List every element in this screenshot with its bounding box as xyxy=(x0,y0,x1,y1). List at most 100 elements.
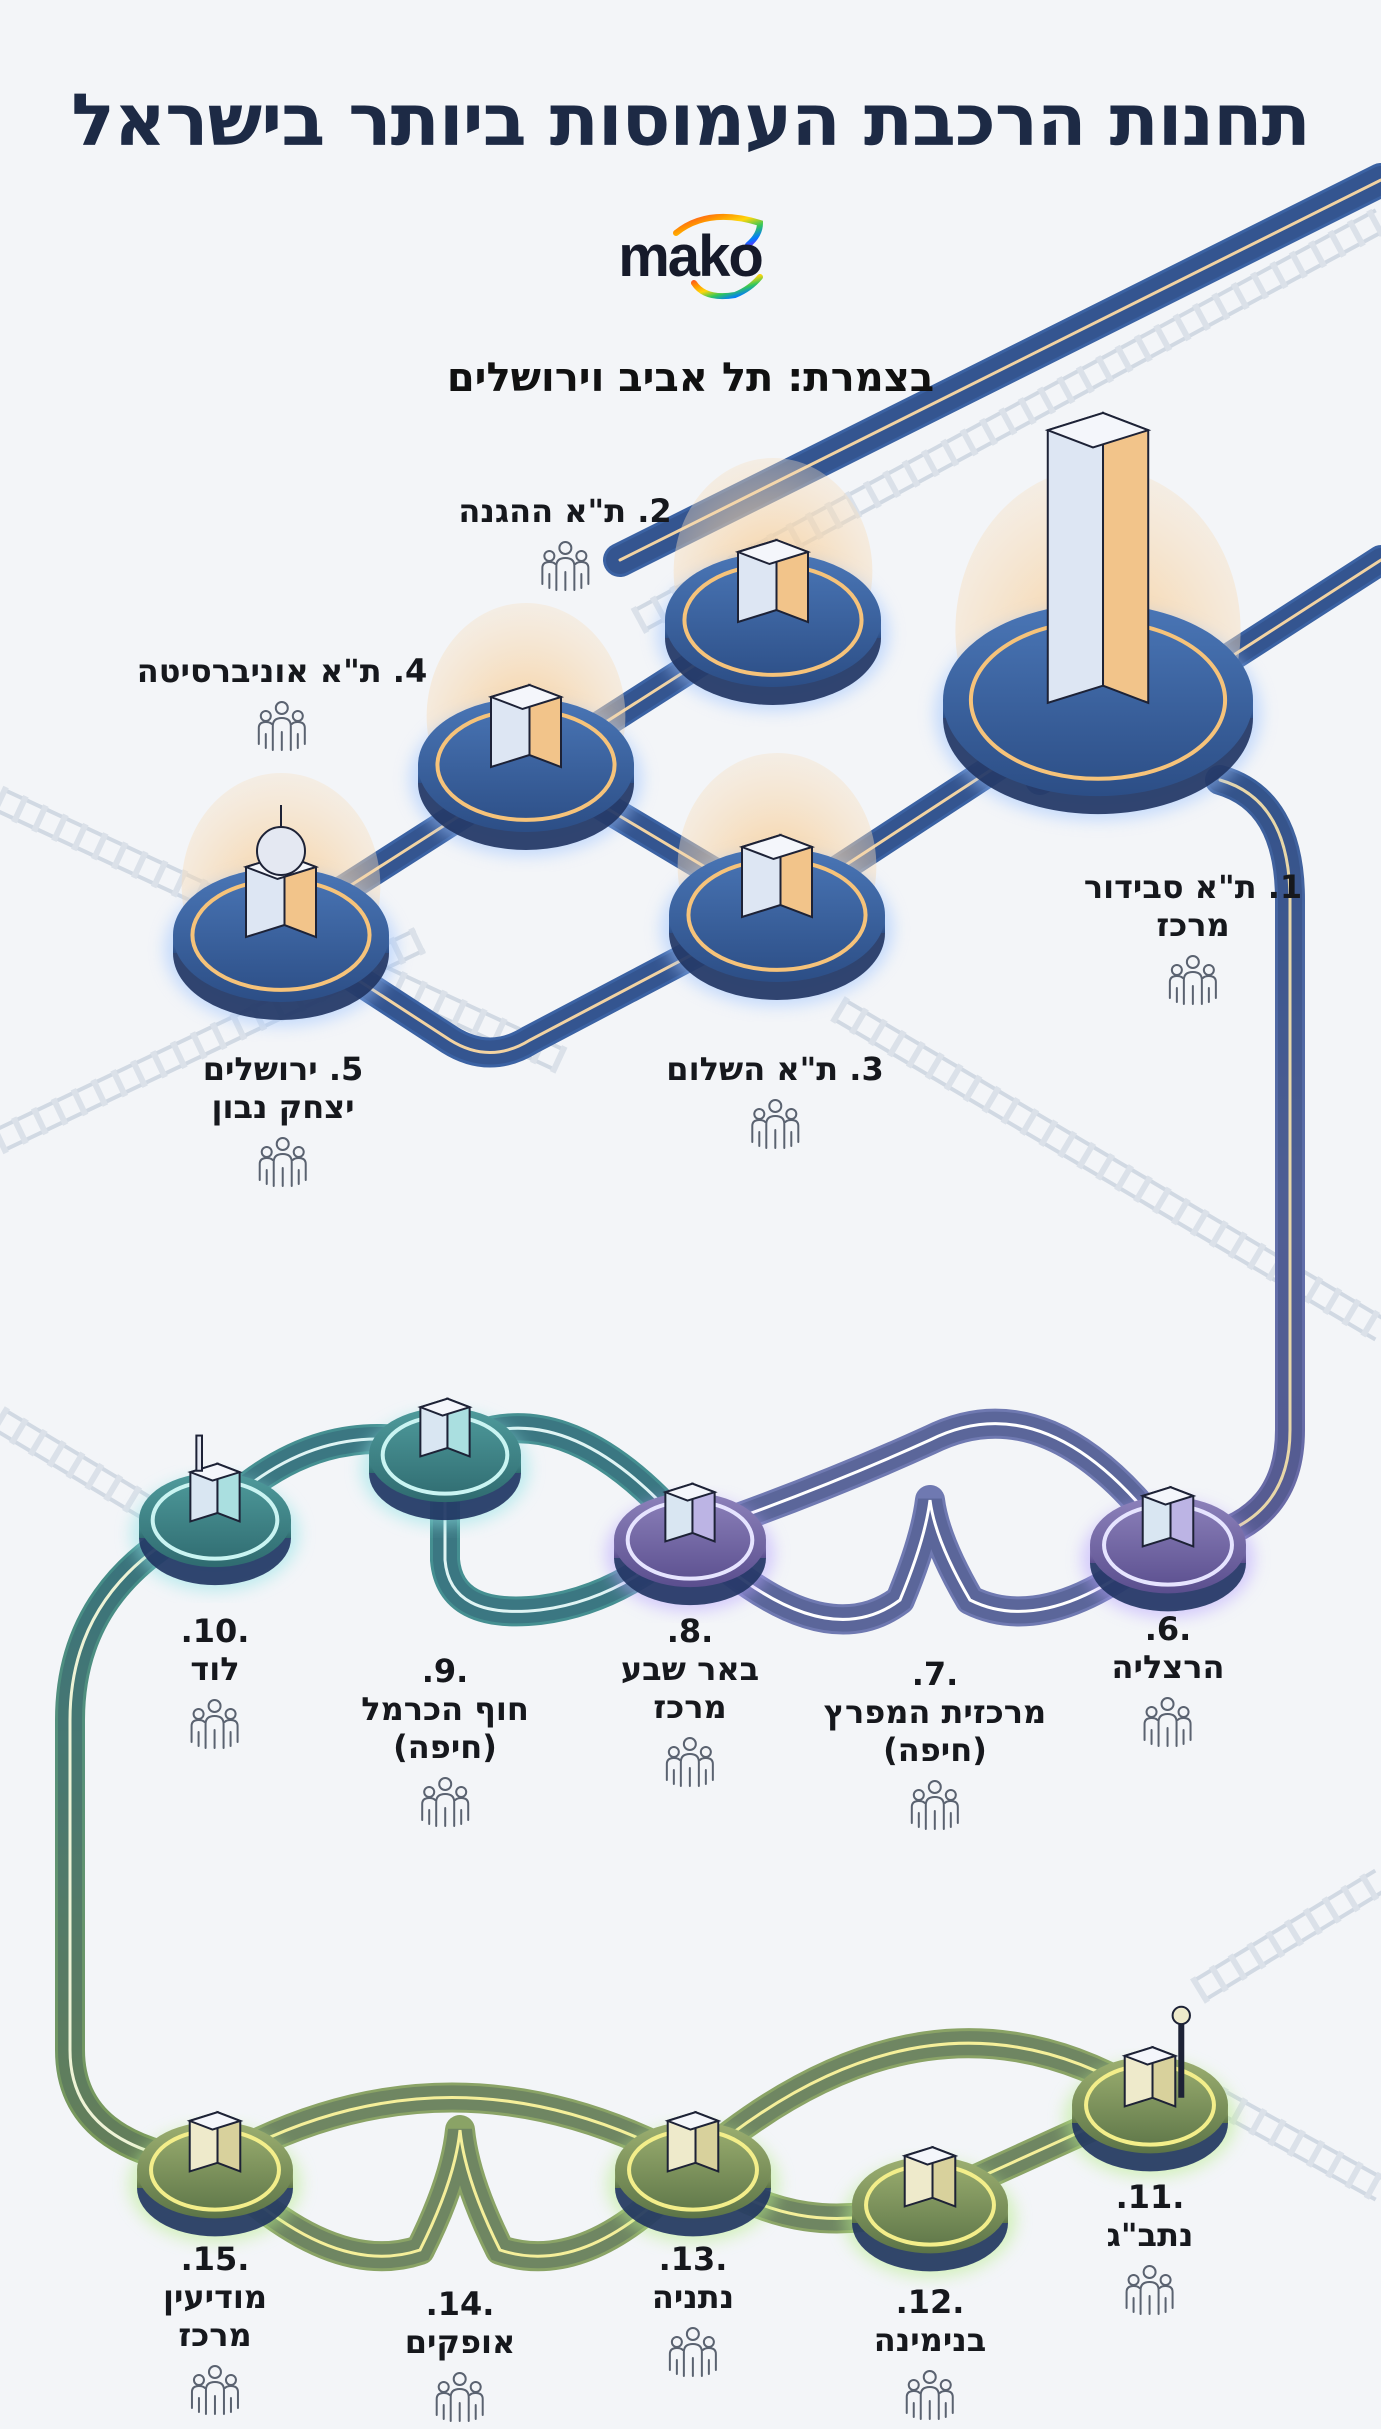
people-icon xyxy=(258,701,306,751)
station-platform xyxy=(607,2110,779,2243)
office-tower-icon xyxy=(1044,411,1152,705)
factory-building-icon xyxy=(187,1434,243,1523)
track-bottom-upper-right xyxy=(678,2028,1165,2180)
station-name-line: יצחק נבון xyxy=(211,1088,355,1126)
station-label: 3. ת"א השלום xyxy=(666,1050,884,1150)
station-rank: 3. xyxy=(838,1050,884,1088)
station-label: .10.לוד xyxy=(180,1612,250,1750)
mako-logo: mako xyxy=(590,205,790,305)
station-label: .14.אופקים xyxy=(404,2285,516,2423)
station-name: ת"א סבידור xyxy=(1083,868,1257,906)
station-rank: .9. xyxy=(421,1652,469,1690)
station-label: .12.בנימינה xyxy=(873,2283,987,2421)
station-name-line: הרצליה xyxy=(1111,1648,1225,1686)
station-platform xyxy=(661,753,893,1006)
station-platform xyxy=(1082,1485,1254,1618)
airport-icon xyxy=(1121,2005,1191,2108)
station-rank: .6. xyxy=(1144,1610,1192,1648)
station-name: ת"א אוניברסיטה xyxy=(136,652,382,690)
station-rank: .14. xyxy=(425,2285,495,2323)
arched-station-icon xyxy=(738,833,816,919)
station-label: 2. ת"א ההגנה xyxy=(458,492,672,592)
station-name-line: (חיפה) xyxy=(393,1728,497,1766)
station-rank: .12. xyxy=(895,2283,965,2321)
people-icon xyxy=(421,1777,469,1827)
office-building-icon xyxy=(1139,1485,1197,1548)
station-name-line: מודיעין xyxy=(162,2278,268,2316)
small-station-icon xyxy=(901,2145,959,2208)
station-building-icon xyxy=(664,2110,722,2173)
page-title: תחנות הרכבת העמוסות ביותר בישראל xyxy=(71,78,1311,162)
station-name-line: אופקים xyxy=(404,2323,516,2361)
station-platform xyxy=(165,773,397,1026)
station-name-line: 4. ת"א אוניברסיטה xyxy=(137,652,427,690)
university-building-icon xyxy=(487,683,565,769)
modern-building-icon xyxy=(662,1482,718,1543)
station-name-line: מרכז xyxy=(178,2316,252,2354)
people-icon xyxy=(191,2365,239,2415)
station-label: .11.נתב"ג xyxy=(1106,2178,1194,2316)
people-icon xyxy=(669,2327,718,2377)
station-rank: 2. xyxy=(626,492,672,530)
station-complex-icon xyxy=(186,2110,244,2173)
station-rank: .13. xyxy=(658,2240,728,2278)
track-bottom-upper-left xyxy=(200,2082,708,2180)
station-name-line: מרכז xyxy=(653,1688,727,1726)
station-rank: .11. xyxy=(1115,2178,1185,2216)
station-rank: 5. xyxy=(317,1050,364,1088)
station-label: .13.נתניה xyxy=(652,2240,734,2378)
background-rail xyxy=(0,1406,157,1522)
logo-arc-icon xyxy=(673,213,764,300)
station-platform xyxy=(935,411,1261,821)
background-rail xyxy=(1190,1868,1381,2004)
people-icon xyxy=(1126,2265,1174,2315)
station-rank: 1. xyxy=(1256,868,1303,906)
station-platforms xyxy=(129,411,1261,2278)
track-middle-lower xyxy=(675,1485,1183,1635)
station-name-line: 5. ירושלים xyxy=(203,1050,364,1088)
station-rank: .15. xyxy=(180,2240,250,2278)
track-bottom-lower-left xyxy=(200,2115,708,2272)
station-platform xyxy=(1064,2005,1236,2178)
station-name-line: מרכזית המפרץ xyxy=(823,1693,1047,1731)
station-platform xyxy=(606,1482,774,1612)
people-icon xyxy=(666,1737,714,1787)
station-rank: .10. xyxy=(180,1612,250,1650)
station-name: ירושלים xyxy=(202,1050,318,1088)
station-name-line: 1. ת"א סבידור xyxy=(1084,868,1302,906)
track-descent xyxy=(1185,765,1305,1555)
station-rank: 4. xyxy=(381,652,428,690)
station-name-line: בנימינה xyxy=(873,2321,987,2359)
people-icon xyxy=(911,1780,960,1830)
station-name-line: נתב"ג xyxy=(1106,2216,1194,2254)
station-platform xyxy=(844,2145,1016,2278)
people-icon xyxy=(751,1099,799,1149)
people-icon xyxy=(1169,955,1217,1005)
station-platform xyxy=(657,458,889,711)
station-label: .9.חוף הכרמל(חיפה) xyxy=(361,1652,529,1828)
station-platform xyxy=(361,1397,529,1527)
people-icon xyxy=(191,1699,239,1749)
station-label: .6.הרצליה xyxy=(1111,1610,1225,1748)
people-icon xyxy=(436,2372,484,2422)
station-label: .7.מרכזית המפרץ(חיפה) xyxy=(824,1655,1046,1831)
station-platform xyxy=(131,1434,299,1592)
arched-station-icon xyxy=(734,538,812,624)
track-left-descent xyxy=(55,1500,230,2180)
station-platform xyxy=(410,603,642,856)
station-name-line: 2. ת"א ההגנה xyxy=(458,492,671,530)
station-name-line: באר שבע xyxy=(620,1650,760,1688)
people-icon xyxy=(259,1137,307,1187)
station-label: 4. ת"א אוניברסיטה xyxy=(137,652,427,752)
station-name-line: חוף הכרמל xyxy=(361,1690,529,1728)
people-icon xyxy=(1144,1697,1192,1747)
station-name-line: נתניה xyxy=(651,2278,735,2316)
station-name-line: לוד xyxy=(190,1650,240,1688)
station-name: ת"א השלום xyxy=(666,1050,839,1088)
glass-building-icon xyxy=(417,1397,473,1458)
station-name-line: (חיפה) xyxy=(883,1731,987,1769)
